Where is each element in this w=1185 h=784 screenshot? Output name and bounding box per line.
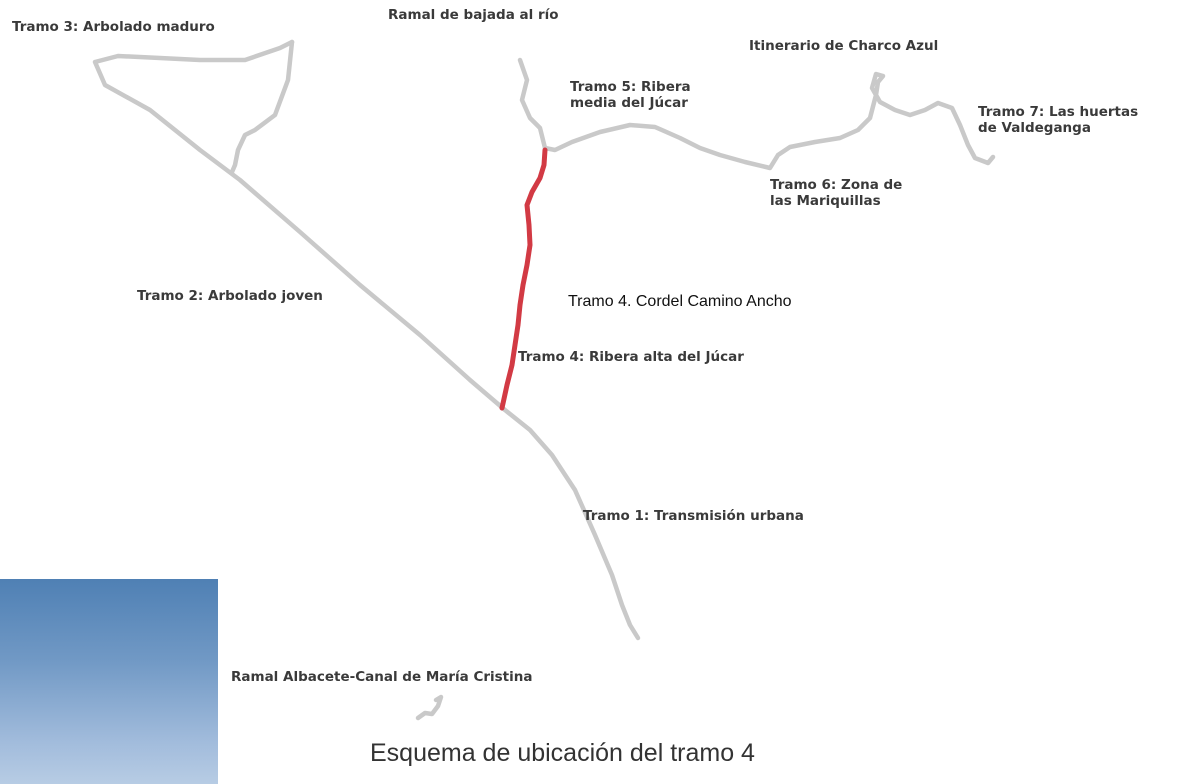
label-tramo-6: Tramo 6: Zona de las Mariquillas (770, 177, 902, 209)
label-tramo-5: Tramo 5: Ribera media del Júcar (570, 79, 691, 111)
label-tramo-7-line-2: de Valdeganga (978, 120, 1091, 136)
label-charco-azul: Itinerario de Charco Azul (749, 38, 939, 54)
route-ramal-rio (517, 57, 548, 151)
label-tramo-4: Tramo 4: Ribera alta del Júcar (518, 349, 744, 365)
route-tramo-4-highlight (499, 147, 548, 411)
label-tramo-3: Tramo 3: Arbolado maduro (12, 19, 215, 35)
label-tramo-5-line-2: media del Júcar (570, 95, 688, 111)
label-ramal-albacete: Ramal Albacete-Canal de María Cristina (231, 669, 533, 685)
route-tramo-3-loop (229, 39, 295, 175)
route-ramal-albacete (415, 694, 444, 721)
label-tramo-1: Tramo 1: Transmisión urbana (583, 508, 804, 524)
label-tramo-6-line-2: las Mariquillas (770, 193, 881, 209)
label-cordel-camino-ancho: Tramo 4. Cordel Camino Ancho (568, 293, 792, 310)
label-ramal-rio: Ramal de bajada al río (388, 7, 559, 23)
label-tramo-2: Tramo 2: Arbolado joven (137, 288, 323, 304)
route-tramo-1-2 (92, 39, 641, 641)
route-tramo-5-6-7 (542, 71, 996, 171)
label-tramo-5-line-1: Tramo 5: Ribera (570, 79, 691, 95)
sky-photo-thumbnail (0, 579, 218, 784)
label-tramo-6-line-1: Tramo 6: Zona de (770, 177, 903, 193)
label-tramo-7-line-1: Tramo 7: Las huertas (978, 104, 1139, 120)
map-caption: Esquema de ubicación del tramo 4 (370, 739, 755, 767)
label-tramo-7: Tramo 7: Las huertas de Valdeganga (978, 104, 1138, 136)
